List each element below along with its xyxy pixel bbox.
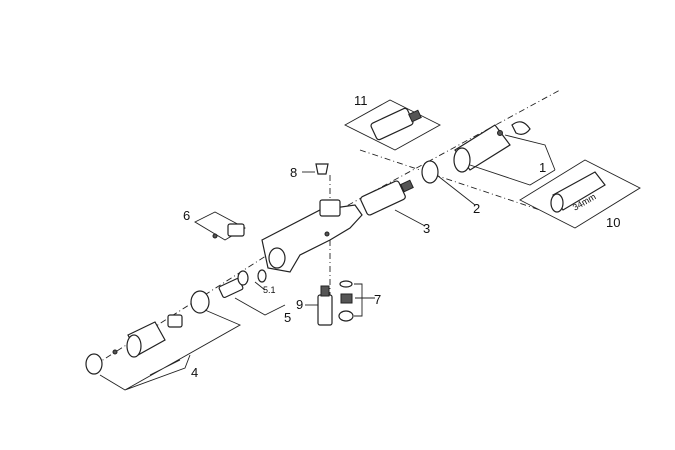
part-11-cartridge — [370, 107, 422, 141]
label-8: 8 — [290, 165, 298, 180]
part-2-ring — [421, 160, 439, 184]
label-6: 6 — [183, 208, 191, 223]
part-4-bracket — [99, 309, 242, 391]
label-1: 1 — [539, 160, 547, 175]
label-2: 2 — [473, 201, 481, 216]
part-1-handle-cap — [453, 121, 531, 173]
part-5-1-oring — [257, 269, 267, 283]
part-6-fitting — [212, 223, 245, 239]
part-4-handle-set — [85, 290, 210, 375]
part-3-leader — [394, 209, 426, 227]
label-3: 3 — [423, 221, 431, 236]
part-10-box — [519, 159, 641, 229]
label-4: 4 — [191, 365, 199, 380]
part-9-diverter — [317, 285, 333, 326]
label-5-1: 5.1 — [263, 285, 276, 295]
label-9: 9 — [296, 297, 304, 312]
part-8-plug — [315, 163, 329, 175]
part-2-leader — [437, 175, 476, 206]
part-7-aerator-set — [338, 280, 354, 322]
label-10: 10 — [606, 215, 621, 230]
part-7-bracket — [354, 283, 375, 317]
label-11: 11 — [354, 93, 368, 108]
label-7: 7 — [374, 292, 382, 307]
part-1-bracket — [469, 134, 556, 186]
part-5-leader — [234, 281, 286, 316]
part-5-check-valve — [218, 270, 249, 299]
label-5: 5 — [284, 310, 292, 325]
part-3-cartridge — [360, 179, 414, 216]
mixer-body — [261, 199, 363, 273]
part-11-box — [344, 99, 441, 151]
part-10-tool — [550, 171, 606, 213]
axis-line-10 — [359, 149, 541, 211]
